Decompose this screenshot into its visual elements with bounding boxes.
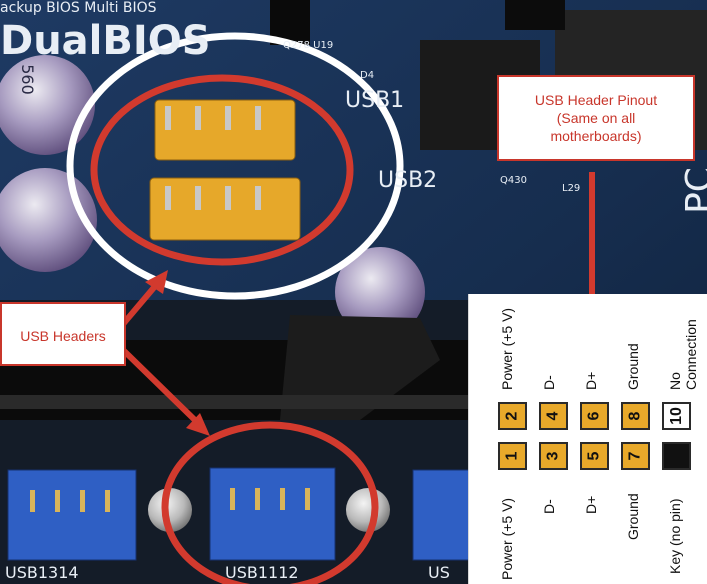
parts-label: Q278 U19 [283, 40, 334, 51]
edge-label: PC [678, 167, 707, 214]
part-q430-label: Q430 [500, 175, 527, 186]
usb1112-silkscreen: USB1112 [225, 563, 299, 582]
part-l29-label: L29 [562, 183, 581, 194]
pin-label-power-bottom: Power (+5 V) [499, 497, 515, 580]
pin-2: 2 [498, 402, 527, 430]
usb-headers-callout: USB Headers [0, 302, 126, 366]
pin-10: 10 [662, 402, 691, 430]
key-pin-outline [662, 442, 691, 470]
pin-6: 6 [580, 402, 609, 430]
pin-7: 7 [621, 442, 650, 470]
bios-label: ackup BIOS Multi BIOS [0, 0, 157, 16]
pin-label-dminus-top: D- [541, 375, 557, 390]
pin-5: 5 [580, 442, 609, 470]
pin-label-dplus-top: D+ [583, 371, 599, 390]
usb1314-silkscreen: USB1314 [5, 563, 79, 582]
pinout-diagram: Power (+5 V) D- D+ Ground No Connection … [468, 294, 707, 584]
usb-right-silkscreen: US [428, 563, 450, 582]
pin-8: 8 [621, 402, 650, 430]
pin-label-power-top: Power (+5 V) [499, 307, 515, 390]
pin-label-dminus-bottom: D- [541, 499, 557, 514]
pin-label-ground-bottom: Ground [625, 493, 641, 540]
pin-4: 4 [539, 402, 568, 430]
pin-label-noconnection: No Connection [667, 319, 699, 390]
pin-3: 3 [539, 442, 568, 470]
usb-pinout-callout: USB Header Pinout (Same on all motherboa… [497, 75, 695, 161]
pin-1: 1 [498, 442, 527, 470]
capacitor-marking: 560 [17, 64, 37, 95]
usb1-silkscreen: USB1 [345, 88, 405, 113]
part-d4-label: D4 [360, 70, 375, 81]
pin-label-key: Key (no pin) [667, 498, 683, 574]
pin-label-ground-top: Ground [625, 343, 641, 390]
usb2-silkscreen: USB2 [378, 168, 438, 193]
pin-label-dplus-bottom: D+ [583, 495, 599, 514]
dualbios-label: DualBIOS [0, 18, 211, 64]
